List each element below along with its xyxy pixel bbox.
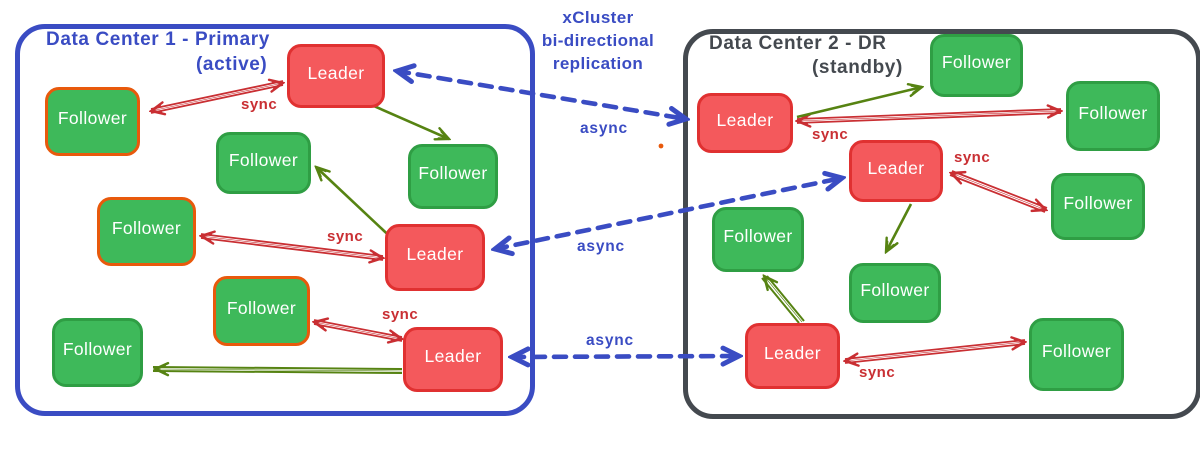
dc2-follower-4: Follower — [849, 263, 941, 323]
dc2-follower-3: Follower — [712, 207, 804, 272]
dc1-title: Data Center 1 - Primary — [46, 29, 270, 50]
dc1-follower-4: Follower — [97, 197, 196, 266]
dc2-leader-1: Leader — [697, 93, 793, 153]
async-label-middle: async — [577, 238, 625, 255]
sync-label-dc2-2: sync — [954, 149, 991, 166]
xcluster-caption-line2: bi-directional — [541, 31, 655, 50]
xcluster-caption-line1: xCluster — [562, 8, 634, 27]
dc1-follower-2: Follower — [216, 132, 311, 194]
dc1-follower-1: Follower — [45, 87, 140, 156]
sync-label-dc1-3: sync — [382, 306, 419, 323]
dc1-follower-5: Follower — [213, 276, 310, 346]
dc2-follower-6: Follower — [1029, 318, 1124, 391]
dc1-follower-6: Follower — [52, 318, 143, 387]
dc1-leader-2: Leader — [385, 224, 485, 291]
dc2-title: Data Center 2 - DR — [709, 33, 887, 54]
dc1-subtitle: (active) — [196, 54, 268, 75]
stray-dot — [658, 143, 664, 149]
dc2-subtitle: (standby) — [812, 57, 903, 78]
xcluster-caption-line3: replication — [552, 54, 644, 73]
sync-label-dc2-3: sync — [859, 364, 896, 381]
dc2-follower-1: Follower — [930, 34, 1023, 97]
xcluster-caption: xCluster bi-directional replication — [524, 6, 672, 75]
dc1-leader-1: Leader — [287, 44, 385, 108]
dc2-leader-3: Leader — [745, 323, 840, 389]
dc1-follower-3: Follower — [408, 144, 498, 209]
sync-label-dc1-1: sync — [241, 96, 278, 113]
async-label-bottom: async — [586, 332, 634, 349]
dc2-follower-2: Follower — [1066, 81, 1160, 151]
dc2-leader-2: Leader — [849, 140, 943, 202]
sync-label-dc2-1: sync — [812, 126, 849, 143]
async-label-top: async — [580, 120, 628, 137]
sync-label-dc1-2: sync — [327, 228, 364, 245]
dc2-follower-5: Follower — [1051, 173, 1145, 240]
dc1-leader-3: Leader — [403, 327, 503, 392]
